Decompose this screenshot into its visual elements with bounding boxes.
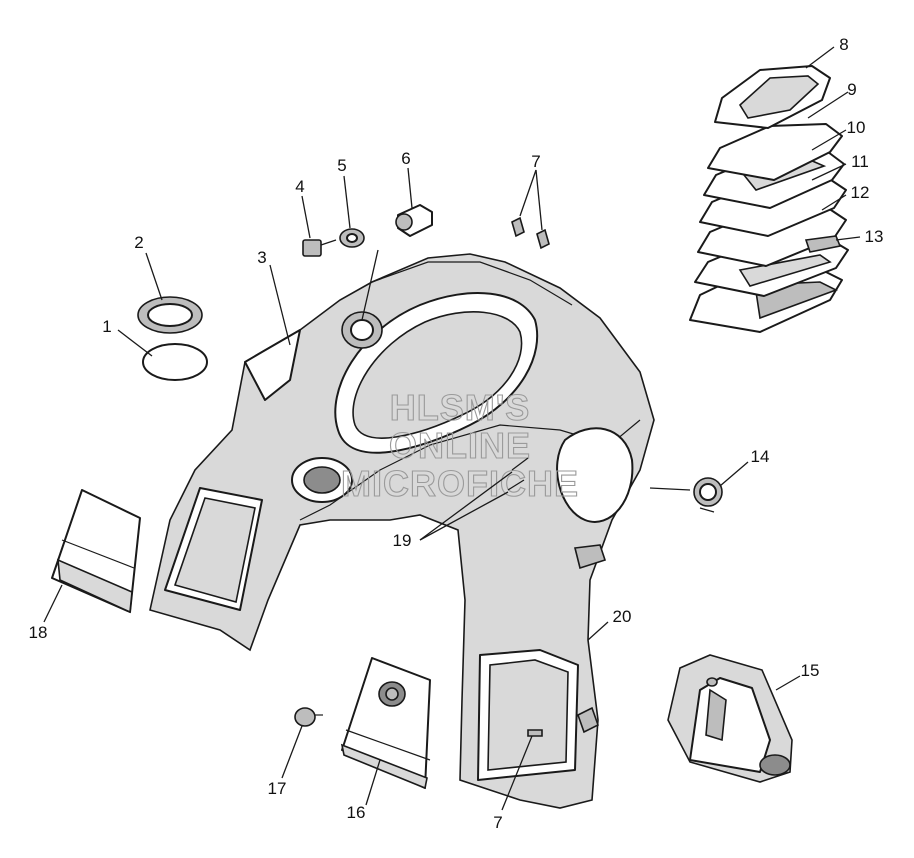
watermark-line-1: HLSM'S <box>390 387 531 428</box>
callout-12: 12 <box>851 183 870 202</box>
screw-lower <box>527 729 543 737</box>
console-body <box>149 253 655 809</box>
callout-16: 16 <box>347 803 366 822</box>
callout-6: 6 <box>401 149 410 168</box>
access-cover <box>340 657 431 790</box>
callout-3: 3 <box>257 248 266 267</box>
watermark-line-3: MICROFICHE <box>341 463 579 504</box>
watermark-line-2: ONLINE <box>389 425 531 466</box>
gauge-bezel <box>137 296 203 334</box>
fastener-19a <box>511 457 529 471</box>
callout-2: 2 <box>134 233 143 252</box>
callout-19: 19 <box>393 531 412 550</box>
callout-5: 5 <box>337 156 346 175</box>
callout-14: 14 <box>751 447 770 466</box>
leader-lines <box>43 46 861 811</box>
callout-13: 13 <box>865 227 884 246</box>
callout-4: 4 <box>295 177 304 196</box>
watermark: HLSM'S ONLINE MICROFICHE <box>340 386 579 504</box>
fastener-19b <box>507 479 525 491</box>
callout-10: 10 <box>847 118 866 137</box>
callout-18: 18 <box>29 623 48 642</box>
callouts: 1 2 3 4 5 6 7 8 9 10 11 12 13 14 15 16 1… <box>29 35 884 832</box>
glove-box <box>667 654 793 783</box>
callout-20: 20 <box>613 607 632 626</box>
key-nut <box>339 228 365 248</box>
cap <box>294 707 323 727</box>
ignition-switch <box>395 204 433 237</box>
switch-leader <box>361 249 379 321</box>
screws-top <box>511 216 550 250</box>
callout-15: 15 <box>801 661 820 680</box>
callout-7-top: 7 <box>531 152 540 171</box>
vent-leader <box>649 487 691 491</box>
ignition-key <box>302 239 337 257</box>
gauge-stack <box>689 65 849 333</box>
seal-ring <box>142 343 208 381</box>
callout-17: 17 <box>268 779 287 798</box>
callout-1: 1 <box>102 317 111 336</box>
vent-bezel <box>693 477 723 513</box>
callout-8: 8 <box>839 35 848 54</box>
callout-7-bottom: 7 <box>493 813 502 832</box>
callout-11: 11 <box>851 152 869 171</box>
side-cover-left <box>51 489 141 614</box>
callout-9: 9 <box>847 80 856 99</box>
